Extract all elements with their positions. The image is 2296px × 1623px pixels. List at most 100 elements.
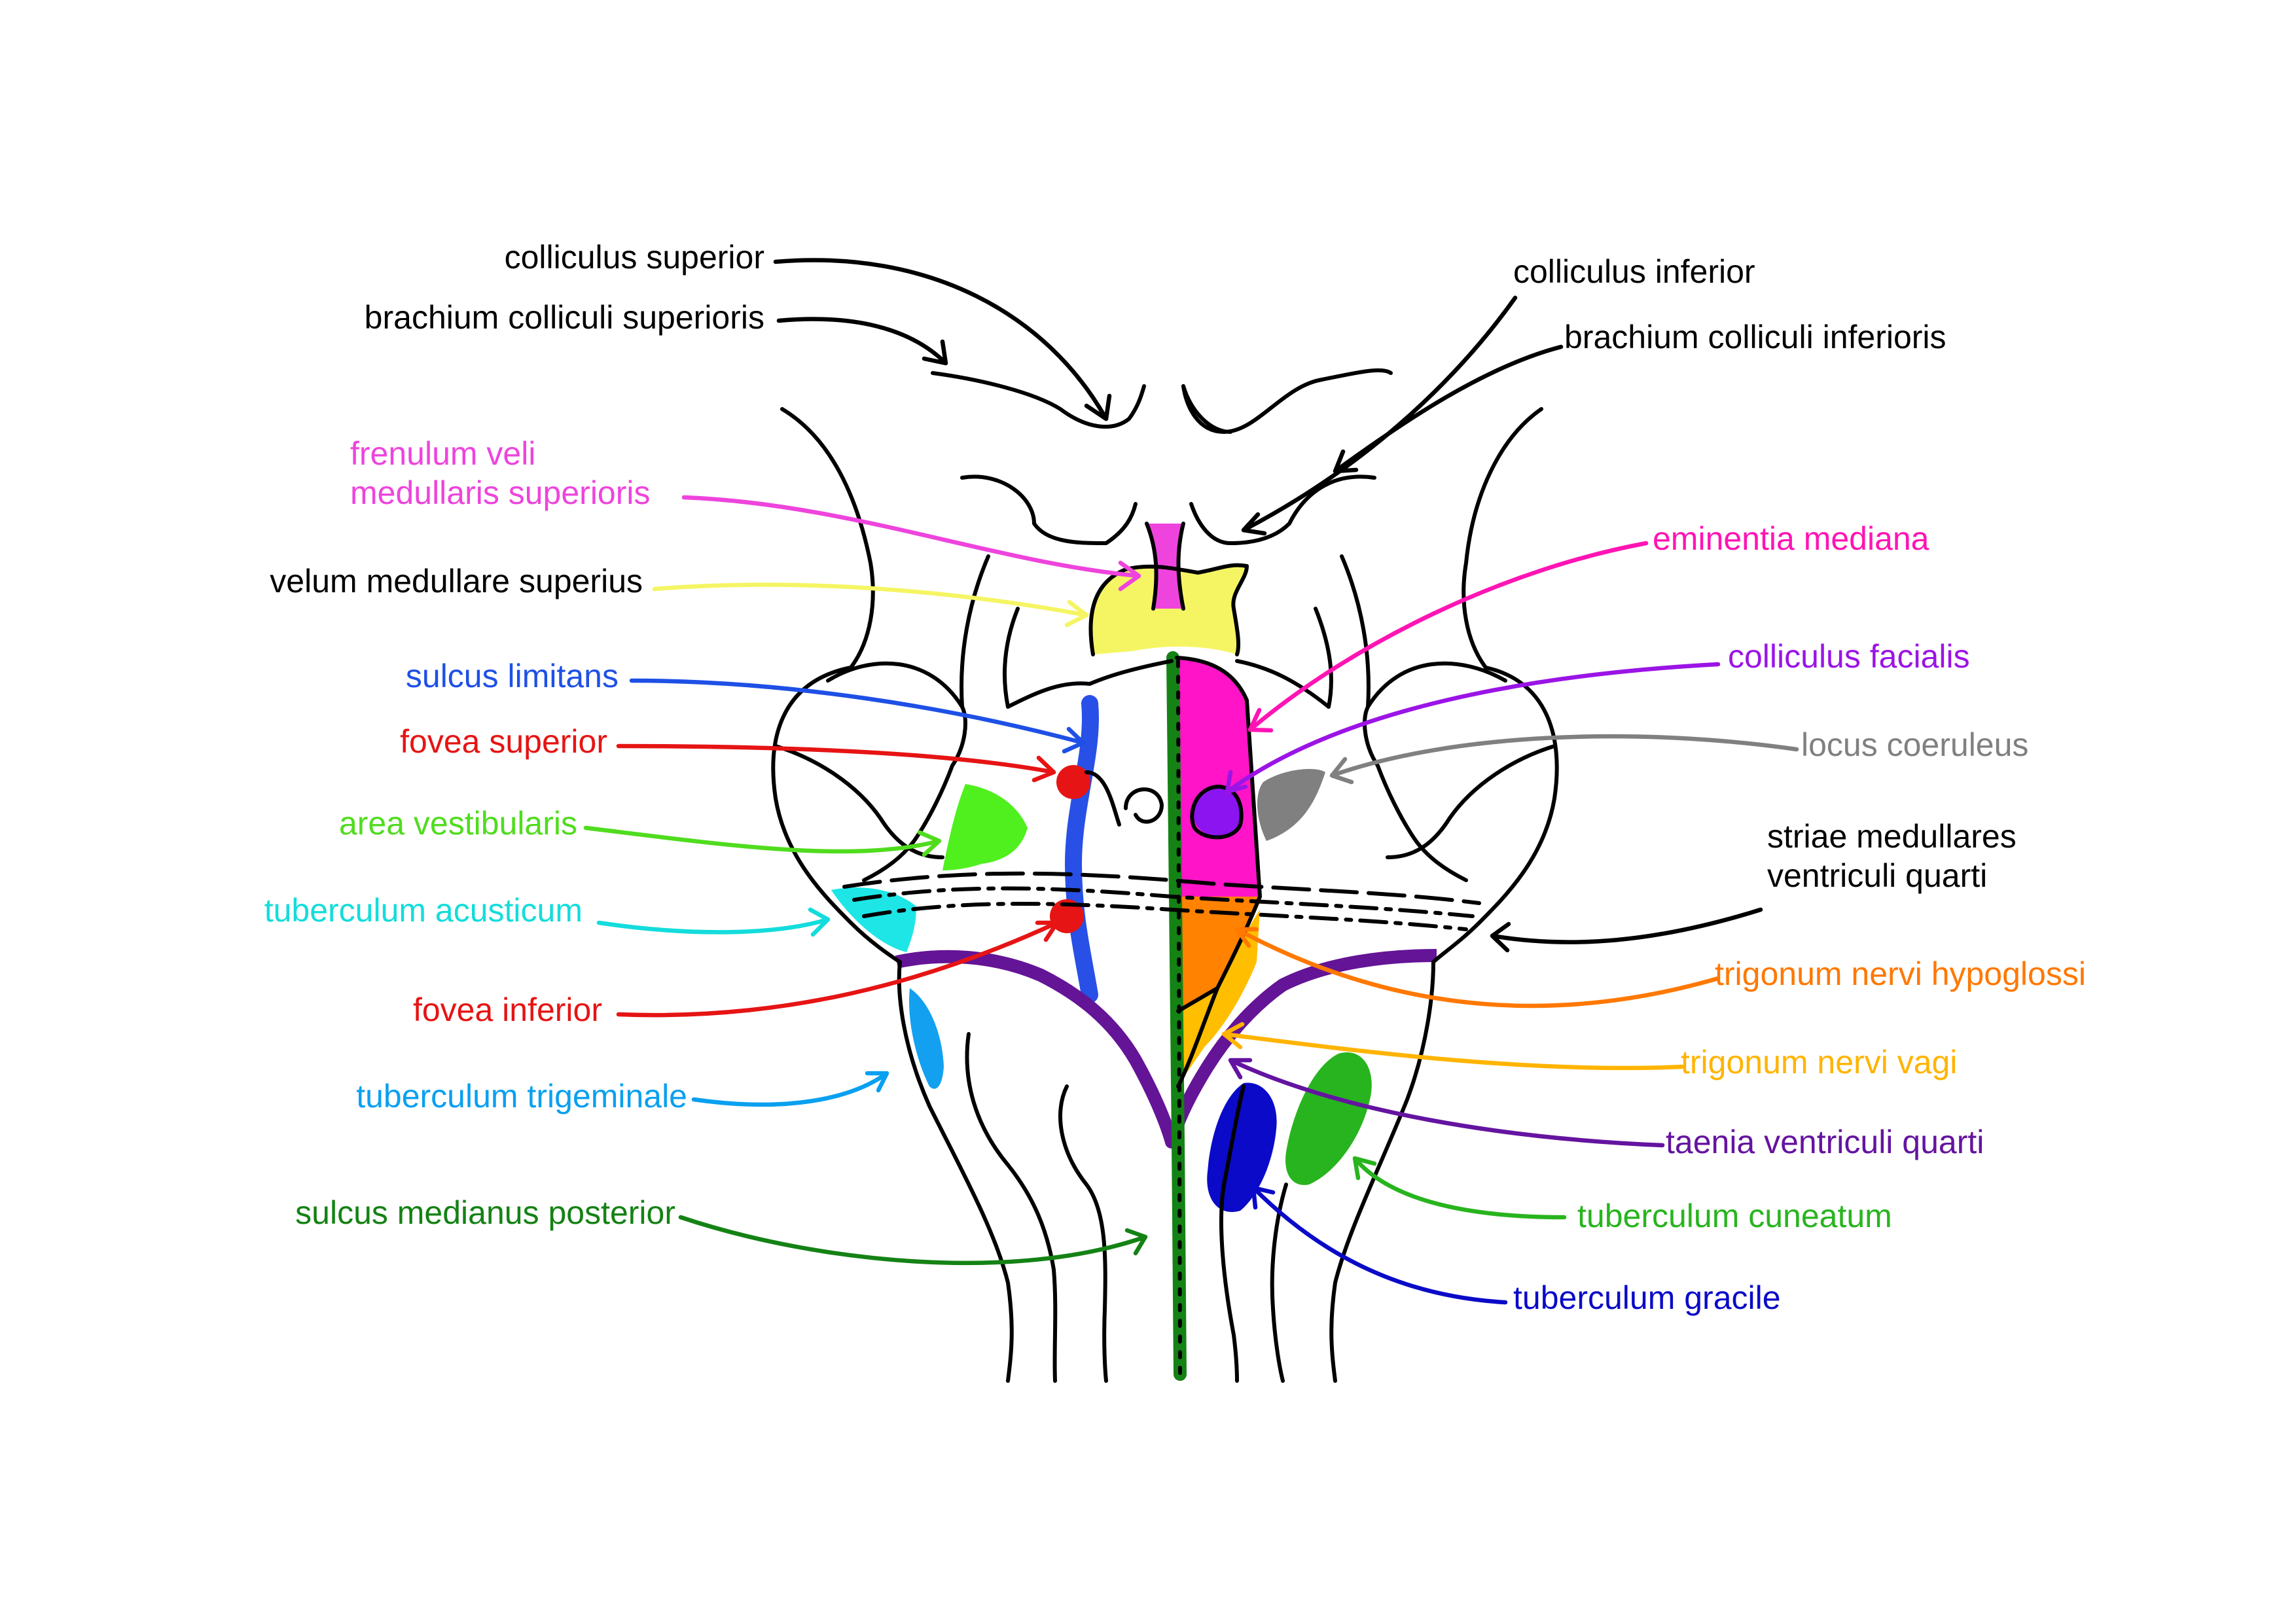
- arrow-hypoglossi: [1234, 927, 1721, 1008]
- arrow-colliculus-inferior: [1241, 295, 1518, 536]
- label-area-vestibularis: area vestibularis: [339, 805, 577, 842]
- fovea-superior-loop-left: [1085, 770, 1121, 827]
- medulla-left-inner-1: [965, 1032, 1058, 1383]
- lobe-left-outline: [771, 666, 902, 964]
- label-tuberculum-acusticum: tuberculum acusticum: [264, 892, 583, 929]
- peduncle-left-inner-2: [1003, 607, 1020, 709]
- colliculus-superior-right-outline: [1181, 368, 1393, 434]
- ventricle-top-right: [1235, 659, 1331, 709]
- arrow-tuberculum-gracile: [1251, 1185, 1508, 1305]
- arrow-sulcus-limitans: [629, 678, 1086, 754]
- brachium-left-outline: [780, 407, 875, 669]
- stria-2: [852, 886, 1475, 918]
- stria-1: [842, 871, 1481, 905]
- lobe-left-inner-curve: [774, 744, 944, 859]
- colored-regions: [831, 524, 1437, 1381]
- peduncle-left-inner: [960, 554, 990, 709]
- arrow-locus-coeruleus: [1329, 734, 1799, 785]
- label-taenia-ventriculi-quarti: taenia ventriculi quarti: [1666, 1124, 1984, 1160]
- peduncle-right-inner-2: [1314, 607, 1333, 709]
- label-trigonum-nervi-hypoglossi: trigonum nervi hypoglossi: [1715, 955, 2086, 992]
- trigeminale-region: [909, 988, 944, 1089]
- label-frenulum-line2: medullaris superioris: [350, 474, 651, 511]
- eminentia-region: [1177, 658, 1260, 897]
- brachium-right-outline: [1462, 407, 1543, 669]
- facialis-region: [1193, 787, 1242, 836]
- eminentia-outline: [1175, 656, 1262, 1088]
- label-colliculus-superior: colliculus superior: [505, 239, 764, 276]
- label-brachium-colliculi-inferioris: brachium colliculi inferioris: [1564, 319, 1946, 355]
- arrow-brachium-superioris: [776, 317, 948, 366]
- fovea-inferior-region: [1050, 899, 1084, 933]
- colliculus-superior-left-outline: [931, 371, 1146, 429]
- arrow-fovea-superior: [616, 743, 1056, 783]
- arrow-tuberculum-acusticum: [596, 907, 831, 937]
- medulla-right-inner-1: [1219, 1084, 1246, 1383]
- label-striae-line1: striae medullares: [1767, 818, 2017, 855]
- vestibular-spiral: [1124, 787, 1164, 824]
- label-fovea-superior: fovea superior: [400, 723, 607, 760]
- arrow-velum: [652, 582, 1089, 628]
- label-tuberculum-cuneatum: tuberculum cuneatum: [1577, 1198, 1892, 1234]
- arrow-colliculus-superior: [773, 258, 1112, 421]
- label-fovea-inferior: fovea inferior: [413, 991, 602, 1028]
- medulla-right-outer: [1329, 960, 1435, 1383]
- lobe-right-inner: [1363, 661, 1507, 882]
- colliculus-inferior-right-outline: [1189, 474, 1376, 545]
- fovea-superior-region: [1056, 765, 1090, 799]
- colliculus-inferior-left-outline: [960, 474, 1138, 545]
- label-tuberculum-gracile: tuberculum gracile: [1513, 1279, 1781, 1316]
- hypoglossi-region: [1178, 897, 1260, 1011]
- arrow-tuberculum-cuneatum: [1352, 1156, 1567, 1220]
- arrow-sulcus-medianus: [678, 1215, 1148, 1266]
- frenulum-rim: [1145, 522, 1185, 611]
- vestibularis-region: [942, 784, 1028, 870]
- pointer-arrows: [583, 258, 1799, 1305]
- label-colliculus-facialis: colliculus facialis: [1728, 638, 1970, 675]
- arrow-colliculus-facialis: [1225, 662, 1721, 794]
- locus-region: [1257, 769, 1325, 841]
- taenia-region: [895, 949, 1437, 1149]
- label-striae-line2: ventriculi quarti: [1767, 857, 1987, 894]
- velum-rim-right: [1196, 563, 1249, 656]
- arrow-area-vestibularis: [583, 825, 942, 857]
- label-sulcus-medianus-posterior: sulcus medianus posterior: [295, 1194, 675, 1231]
- brainstem-outline: [771, 368, 1559, 1383]
- arrow-trigonum-vagi: [1221, 1022, 1685, 1071]
- peduncle-right-inner: [1340, 554, 1371, 709]
- arrow-tuberculum-trigeminale: [691, 1071, 889, 1107]
- labels: colliculus superior brachium colliculi s…: [264, 239, 2086, 1316]
- arrow-taenia: [1228, 1058, 1665, 1148]
- label-locus-coeruleus: locus coeruleus: [1801, 726, 2028, 763]
- ventricle-top-left: [1006, 659, 1174, 709]
- label-trigonum-nervi-vagi: trigonum nervi vagi: [1681, 1044, 1957, 1080]
- label-eminentia-mediana: eminentia mediana: [1653, 520, 1929, 557]
- colliculus-superior-right-2: [1181, 384, 1232, 434]
- velum-region: [1090, 565, 1247, 654]
- cuneatum-region: [1285, 1052, 1372, 1185]
- label-velum-medullare-superius: velum medullare superius: [270, 563, 643, 599]
- label-frenulum-line1: frenulum veli: [350, 435, 535, 472]
- arrow-brachium-inferioris: [1333, 344, 1564, 474]
- lobe-right-outline: [1431, 666, 1559, 964]
- arrow-striae: [1490, 907, 1763, 953]
- label-colliculus-inferior: colliculus inferior: [1513, 253, 1755, 290]
- vagi-outline: [1176, 986, 1219, 1013]
- label-brachium-colliculi-superioris: brachium colliculi superioris: [365, 299, 764, 336]
- stria-3: [862, 901, 1468, 931]
- label-tuberculum-trigeminale: tuberculum trigeminale: [356, 1078, 687, 1115]
- label-sulcus-limitans: sulcus limitans: [406, 658, 619, 694]
- lobe-right-inner-curve: [1386, 744, 1556, 859]
- velum-rim-left: [1088, 564, 1200, 656]
- arrow-eminentia: [1247, 541, 1649, 733]
- facialis-outline: [1190, 785, 1244, 840]
- striae-medullares: [842, 659, 1481, 1376]
- arrow-frenulum: [681, 495, 1141, 592]
- median-sulcus-region: [1166, 651, 1187, 1381]
- medulla-left-outer: [897, 960, 1014, 1383]
- arrow-fovea-inferior: [616, 920, 1060, 1018]
- sulcus-limitans-region: [1064, 695, 1099, 1003]
- medulla-left-inner-2: [1058, 1084, 1108, 1383]
- acusticum-region: [831, 887, 916, 952]
